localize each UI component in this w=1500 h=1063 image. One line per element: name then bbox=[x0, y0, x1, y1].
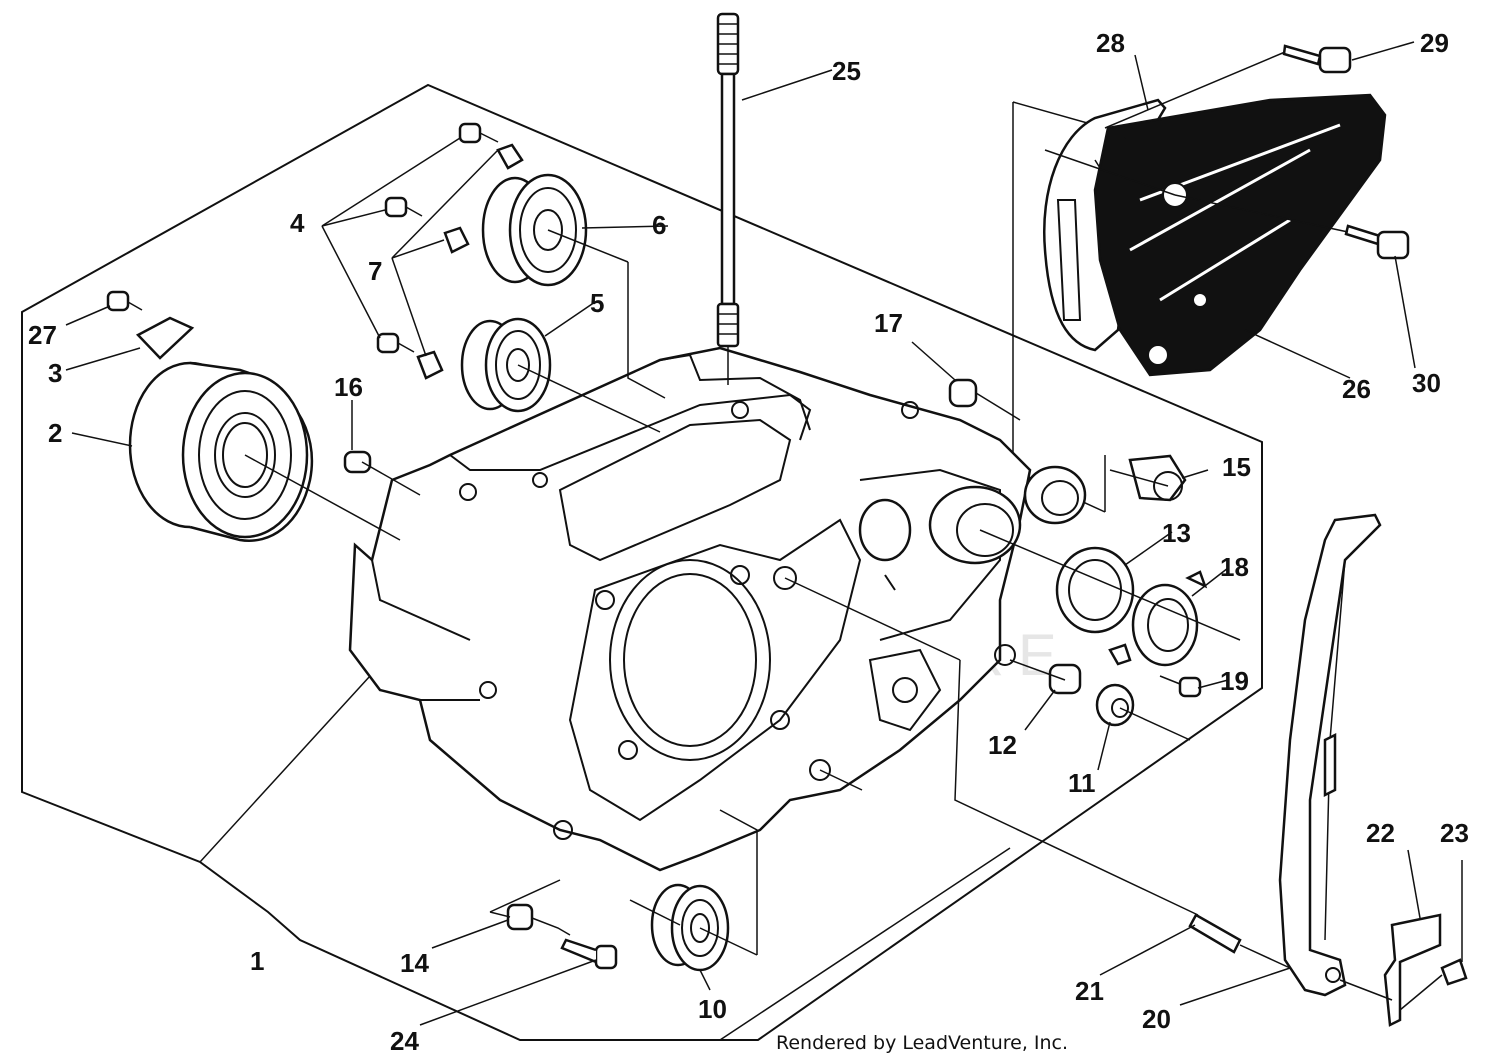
chain-cover-assembly bbox=[1043, 93, 1387, 377]
callout-1: 1 bbox=[250, 946, 264, 976]
callout-26: 26 bbox=[1342, 374, 1371, 404]
cover-subassembly-outline bbox=[1012, 101, 1106, 513]
callout-24: 24 bbox=[390, 1026, 419, 1056]
callout-27: 27 bbox=[28, 320, 57, 350]
callout-22: 22 bbox=[1366, 818, 1395, 848]
small-hardware bbox=[106, 44, 1468, 1027]
callout-30: 30 bbox=[1412, 368, 1441, 398]
callout-5: 5 bbox=[590, 288, 604, 318]
bearing-5 bbox=[460, 317, 552, 413]
leader-lines bbox=[65, 41, 1463, 1026]
footer-credit: Rendered by LeadVenture, Inc. bbox=[776, 1032, 1069, 1054]
callout-13: 13 bbox=[1162, 518, 1191, 548]
callout-labels: 1 2 3 4 5 6 7 10 11 12 13 14 15 16 17 18… bbox=[28, 28, 1469, 1056]
callout-3: 3 bbox=[48, 358, 62, 388]
callout-16: 16 bbox=[334, 372, 363, 402]
callout-17: 17 bbox=[874, 308, 903, 338]
main-bearing-large bbox=[128, 361, 314, 542]
bearing-6 bbox=[481, 173, 588, 287]
assembly-lines bbox=[244, 51, 1443, 1041]
callout-28: 28 bbox=[1096, 28, 1125, 58]
callout-23: 23 bbox=[1440, 818, 1469, 848]
callout-6: 6 bbox=[652, 210, 666, 240]
callout-11: 11 bbox=[1068, 768, 1096, 798]
callout-10: 10 bbox=[698, 994, 727, 1024]
callout-2: 2 bbox=[48, 418, 62, 448]
chain-guide bbox=[1278, 513, 1382, 997]
callout-25: 25 bbox=[832, 56, 861, 86]
callout-21: 21 bbox=[1075, 976, 1104, 1006]
stud bbox=[716, 12, 740, 385]
callout-29: 29 bbox=[1420, 28, 1449, 58]
crankcase bbox=[348, 346, 1087, 872]
callout-19: 19 bbox=[1220, 666, 1249, 696]
callout-4: 4 bbox=[290, 208, 305, 238]
callout-18: 18 bbox=[1220, 552, 1249, 582]
callout-14: 14 bbox=[400, 948, 429, 978]
bearing-10 bbox=[650, 883, 730, 972]
callout-7: 7 bbox=[368, 256, 382, 286]
assembly-outline bbox=[21, 83, 1263, 1041]
callout-20: 20 bbox=[1142, 1004, 1171, 1034]
callout-12: 12 bbox=[988, 730, 1017, 760]
callout-15: 15 bbox=[1222, 452, 1251, 482]
